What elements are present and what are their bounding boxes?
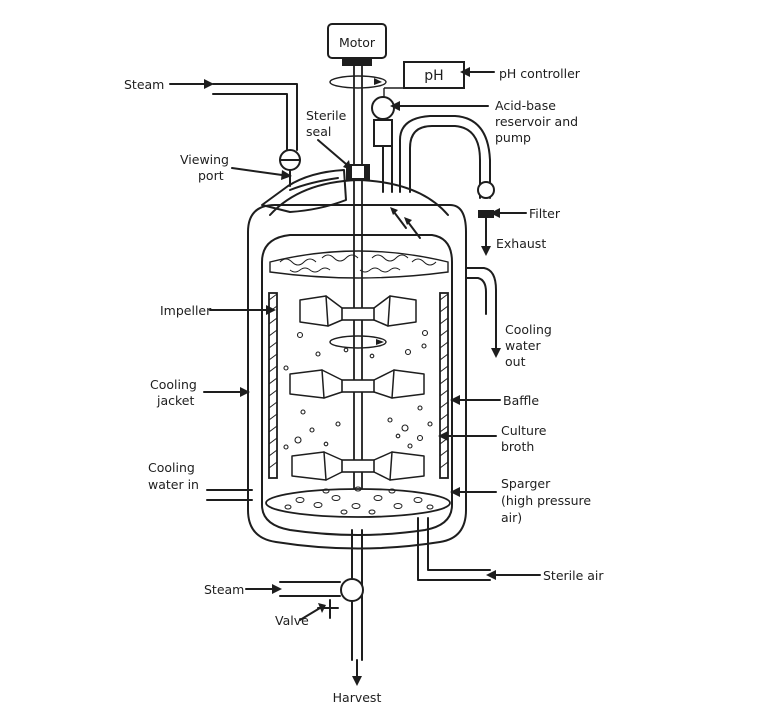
rotation-indicator-top — [329, 75, 387, 89]
acid-base-label-3: pump — [495, 130, 531, 145]
ph-controller-box — [403, 61, 465, 89]
cooling-jacket-label-1: Cooling — [150, 377, 197, 392]
sterile-seal-label-1: Sterile — [306, 108, 347, 123]
baffle-label: Baffle — [503, 393, 539, 408]
baffle-left — [268, 292, 278, 479]
impeller-top — [299, 295, 417, 327]
sparger-label-3: air) — [501, 510, 522, 525]
foam-texture — [279, 254, 437, 273]
cooling-water-out-label-1: Cooling — [505, 322, 552, 337]
viewing-port — [261, 169, 347, 213]
exhaust-tube — [399, 115, 491, 199]
culture-broth-label-1: Culture — [501, 423, 547, 438]
foam-layer — [269, 250, 449, 279]
valve-label: Valve — [275, 613, 309, 628]
acid-base-reservoir — [371, 96, 395, 120]
cooling-jacket-outline — [247, 204, 467, 550]
baffle-right — [439, 292, 449, 479]
steam-inlet-pipe-top — [212, 83, 298, 151]
exhaust-label: Exhaust — [496, 236, 546, 251]
vessel-wall — [261, 234, 453, 536]
cooling-water-out-label-3: out — [505, 354, 526, 369]
viewing-port-label-1: Viewing — [180, 152, 229, 167]
cooling-water-out-label-2: water — [505, 338, 541, 353]
sparger-holes — [284, 486, 434, 515]
filter-label: Filter — [529, 206, 561, 221]
sterile-air-label: Sterile air — [543, 568, 604, 583]
gas-arrow-2 — [407, 221, 421, 239]
air-bubbles — [283, 329, 433, 450]
cooling-water-in-pipe — [206, 489, 253, 501]
impeller-middle — [289, 369, 425, 399]
sparger-label-2: (high pressure — [501, 493, 591, 508]
gas-arrow-1 — [393, 211, 407, 229]
sparger-ring — [265, 488, 451, 518]
impeller-bottom — [291, 451, 425, 481]
viewing-port-label-2: port — [198, 168, 224, 183]
cooling-water-in-label-1: Cooling — [148, 460, 195, 475]
motor-label: Motor — [339, 35, 376, 50]
impeller-label: Impeller — [160, 303, 212, 318]
ph-controller-label: pH controller — [499, 66, 581, 81]
filter — [477, 181, 495, 199]
sterile-air-pipe — [417, 517, 491, 581]
sterile-seal-label-2: seal — [306, 124, 331, 139]
cooling-jacket-label-2: jacket — [156, 393, 194, 408]
ph-label: pH — [424, 68, 443, 84]
acid-base-label-1: Acid-base — [495, 98, 556, 113]
acid-base-pump — [373, 119, 393, 147]
steam-inlet-pipe-bottom — [279, 581, 341, 597]
cooling-water-out-pipe — [465, 267, 497, 315]
label-arrows — [169, 67, 541, 686]
cooling-water-in-label-2: water in — [148, 477, 199, 492]
sparger-label-1: Sparger — [501, 476, 551, 491]
steam-top-label: Steam — [124, 77, 164, 92]
culture-broth-label-2: broth — [501, 439, 534, 454]
vessel-top-dome — [269, 179, 449, 216]
steam-bottom-label: Steam — [204, 582, 244, 597]
harvest-valve — [340, 578, 364, 602]
rotation-indicator-mid — [329, 335, 387, 349]
harvest-label: Harvest — [333, 690, 382, 705]
acid-base-label-2: reservoir and — [495, 114, 578, 129]
